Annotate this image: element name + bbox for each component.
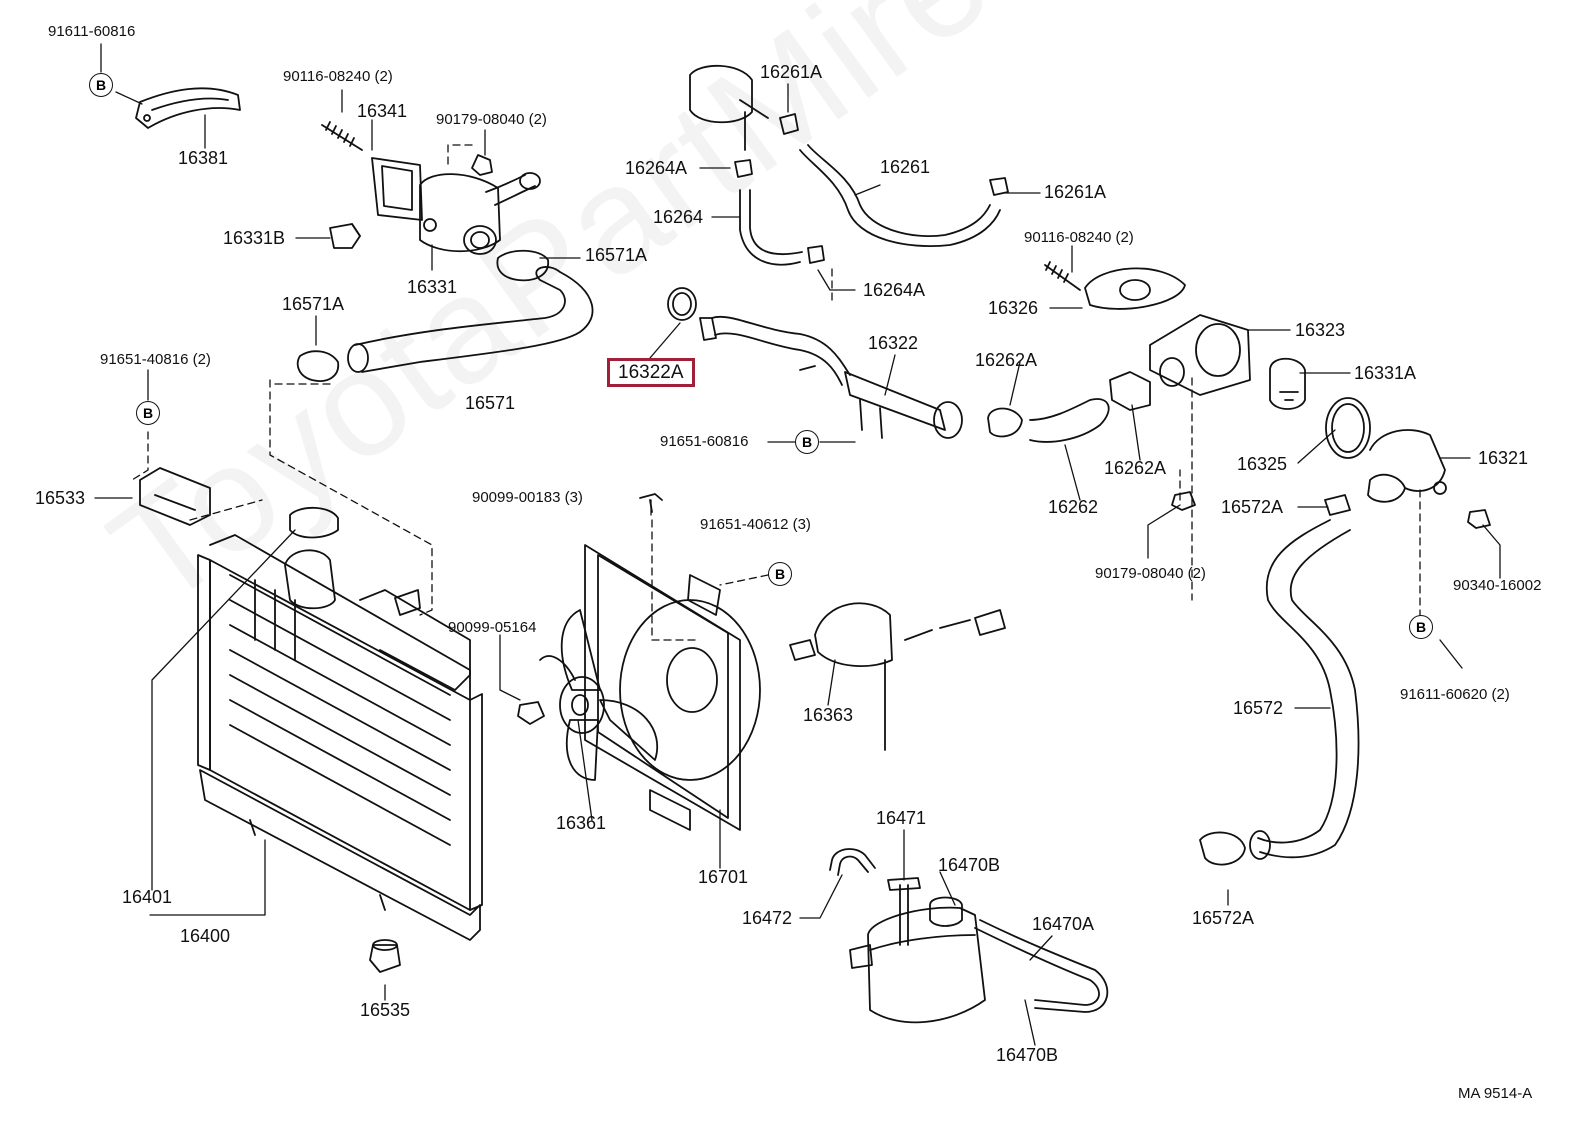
label-16701[interactable]: 16701 — [698, 867, 749, 887]
label-90099-00183[interactable]: 90099-00183 (3) — [472, 489, 583, 506]
label-91651-40612[interactable]: 91651-40612 (3) — [700, 516, 811, 533]
gasket-16341 — [321, 121, 423, 221]
label-16264A-b[interactable]: 16264A — [863, 280, 926, 300]
label-16326[interactable]: 16326 — [988, 298, 1039, 318]
thermostat-housing-16323 — [1149, 314, 1251, 396]
label-16262[interactable]: 16262 — [1048, 497, 1099, 517]
dashed-reference-lines — [131, 144, 1421, 641]
label-16262A-a[interactable]: 16262A — [975, 350, 1038, 370]
label-16400[interactable]: 16400 — [180, 926, 231, 946]
label-16535[interactable]: 16535 — [360, 1000, 411, 1020]
label-16470B-a[interactable]: 16470B — [938, 855, 1001, 875]
bolt-90099-00183 — [639, 493, 663, 513]
label-16533[interactable]: 16533 — [35, 488, 86, 508]
bracket-16533 — [139, 467, 211, 526]
fan-16361 — [539, 609, 659, 781]
label-16261A-a[interactable]: 16261A — [760, 62, 823, 82]
o-ring-16322A — [667, 287, 697, 321]
ref-marker-b-4: B — [768, 562, 792, 586]
label-16471[interactable]: 16471 — [876, 808, 927, 828]
reservoir-16470 — [849, 877, 986, 1024]
ref-marker-b-3: B — [795, 430, 819, 454]
label-16401[interactable]: 16401 — [122, 887, 173, 907]
label-16470A[interactable]: 16470A — [1032, 914, 1095, 934]
nut-90099-05164 — [517, 701, 545, 725]
label-16261A-b[interactable]: 16261A — [1044, 182, 1107, 202]
label-16264A-a[interactable]: 16264A — [625, 158, 688, 178]
bracket-16381 — [135, 87, 241, 129]
nuts-right — [1171, 491, 1491, 529]
hose-16261 — [799, 144, 1001, 247]
gasket-16325 — [1325, 397, 1371, 459]
hose-16572 — [1199, 519, 1360, 866]
label-16572A-a[interactable]: 16572A — [1221, 497, 1284, 517]
label-16470B-b[interactable]: 16470B — [996, 1045, 1059, 1065]
fan-switch-16363 — [789, 602, 1006, 751]
mount-16535 — [369, 939, 401, 973]
label-16341[interactable]: 16341 — [357, 101, 408, 121]
label-91611-60620[interactable]: 91611-60620 (2) — [1400, 686, 1510, 703]
ref-marker-b-2: B — [136, 401, 160, 425]
label-16322A-highlighted[interactable]: 16322A — [607, 358, 695, 387]
label-16322[interactable]: 16322 — [868, 333, 919, 353]
thermostat-16331A — [1269, 357, 1306, 410]
label-16571A-a[interactable]: 16571A — [585, 245, 648, 265]
label-16472[interactable]: 16472 — [742, 908, 793, 928]
label-90116-08240-a[interactable]: 90116-08240 (2) — [283, 68, 393, 85]
ref-marker-b-5: B — [1409, 615, 1433, 639]
label-90116-08240-b[interactable]: 90116-08240 (2) — [1024, 229, 1134, 246]
hose-16264 — [739, 189, 803, 266]
hose-16470A — [974, 919, 1109, 1013]
label-16264[interactable]: 16264 — [653, 207, 704, 227]
pipe-16322 — [699, 315, 963, 439]
water-inlet-16321 — [1367, 429, 1447, 503]
label-16571[interactable]: 16571 — [465, 393, 516, 413]
label-16361[interactable]: 16361 — [556, 813, 607, 833]
label-16262A-b[interactable]: 16262A — [1104, 458, 1167, 478]
label-90179-08040-a[interactable]: 90179-08040 (2) — [436, 111, 547, 128]
label-16261[interactable]: 16261 — [880, 157, 931, 177]
label-16381[interactable]: 16381 — [178, 148, 229, 168]
label-16571A-b[interactable]: 16571A — [282, 294, 345, 314]
water-outlet-16331 — [419, 154, 541, 255]
label-16331A[interactable]: 16331A — [1354, 363, 1417, 383]
diagram-code: MA 9514-A — [1458, 1085, 1533, 1102]
clamps-16261A-16264A — [734, 113, 1009, 264]
label-90340-16002[interactable]: 90340-16002 — [1453, 577, 1542, 594]
label-16363[interactable]: 16363 — [803, 705, 854, 725]
label-16325[interactable]: 16325 — [1237, 454, 1288, 474]
label-16331B[interactable]: 16331B — [223, 228, 286, 248]
label-90179-08040-b[interactable]: 90179-08040 (2) — [1095, 565, 1206, 582]
hose-16262 — [987, 371, 1151, 443]
hose-16571 — [296, 249, 594, 382]
label-16321[interactable]: 16321 — [1478, 448, 1529, 468]
ref-marker-b-1: B — [89, 73, 113, 97]
radiator-16400 — [197, 506, 483, 941]
label-16331[interactable]: 16331 — [407, 277, 458, 297]
gasket-16326 — [1044, 261, 1186, 310]
hose-16472 — [829, 848, 876, 876]
fan-shroud-16701 — [584, 544, 761, 831]
label-16572[interactable]: 16572 — [1233, 698, 1284, 718]
plug-16331B — [329, 223, 361, 249]
fitting-top — [689, 64, 769, 151]
label-91651-60816[interactable]: 91651-60816 — [660, 433, 749, 450]
label-90099-05164[interactable]: 90099-05164 — [448, 619, 537, 636]
label-16323[interactable]: 16323 — [1295, 320, 1346, 340]
label-91611-60816[interactable]: 91611-60816 — [48, 23, 136, 40]
label-16572A-b[interactable]: 16572A — [1192, 908, 1255, 928]
label-91651-40816[interactable]: 91651-40816 (2) — [100, 351, 211, 368]
